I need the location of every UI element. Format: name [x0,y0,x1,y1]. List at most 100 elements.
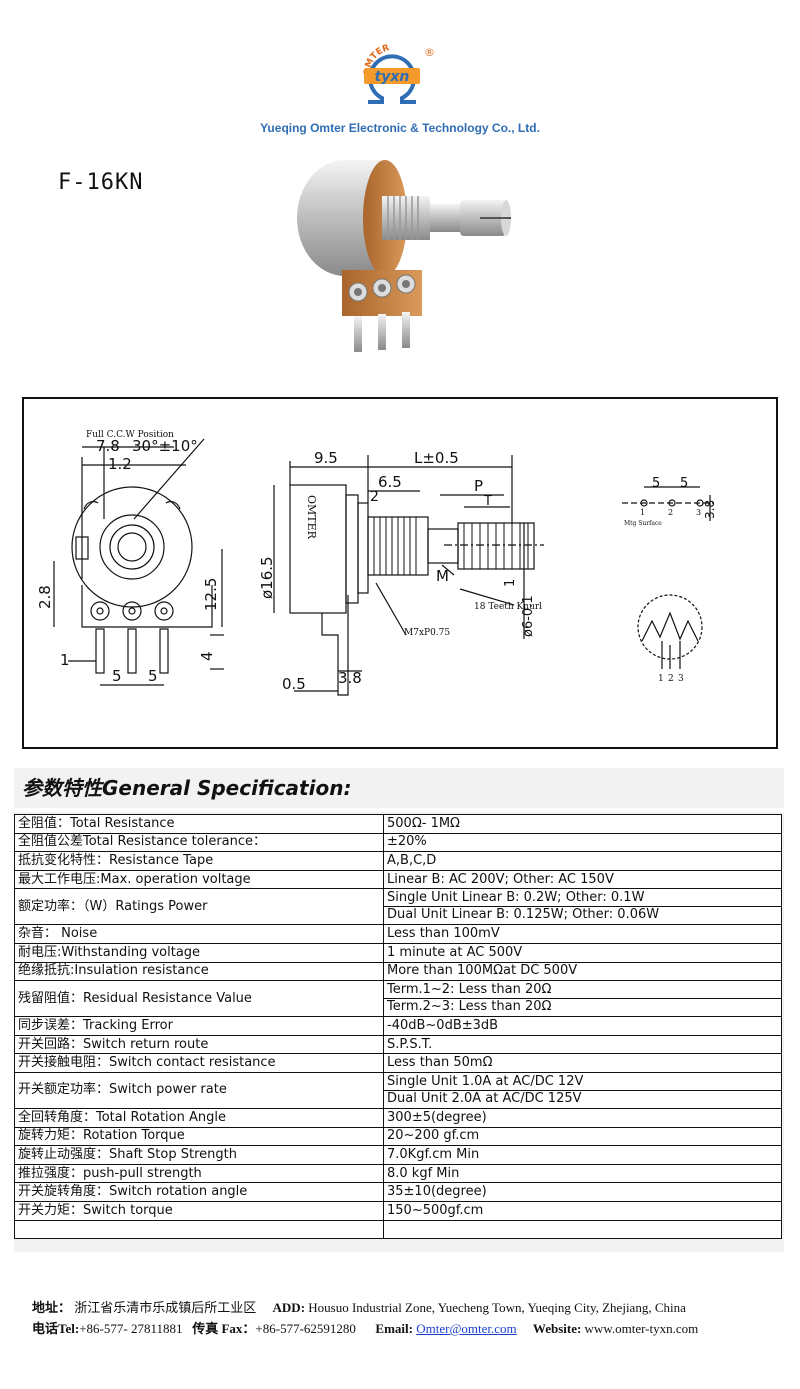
spec-value: Term.2~3: Less than 20Ω [384,998,781,1015]
spec-key: 旋转止动强度：Shaft Stop Strength [14,1145,384,1165]
dim-5a: 5 [112,667,122,685]
spec-value-cell: ±20% [383,832,782,853]
addr-en: Housuo Industrial Zone, Yuecheng Town, Y… [308,1300,686,1315]
pin-label-1: 1 [640,508,645,517]
spec-value: 150~500gf.cm [387,1202,484,1218]
spec-key: 开关回路：Switch return route [14,1034,384,1055]
spec-value: 300±5(degree) [387,1109,487,1125]
dim-0-5: 0.5 [282,675,306,693]
model-number: F-16KN [58,170,144,195]
pin-dim-5b: 5 [680,476,688,491]
email-link[interactable]: Omter@omter.com [416,1321,517,1336]
dim-dia16: ø16.5 [258,556,276,599]
technical-drawing: Full C.C.W Position 7.8 30°±10° 1.2 2.8 … [22,397,778,749]
address-line: 地址： 浙江省乐清市乐成镇后所工业区 ADD: Housuo Industria… [32,1297,698,1318]
contact-footer: 地址： 浙江省乐清市乐成镇后所工业区 ADD: Housuo Industria… [32,1297,698,1339]
position-note: Full C.C.W Position [86,430,174,440]
schematic-label-1: 1 [658,674,664,684]
spec-value-cell: 35±10(degree) [383,1182,782,1202]
dim-9-5: 9.5 [314,449,338,467]
dim-T: T [483,494,492,509]
spec-value: 20~200 gf.cm [387,1128,480,1144]
omter-logo: OMTER tyxn ® [363,43,435,104]
knurl-note: 18 Teeth Knurl [474,602,542,612]
spec-value-cell: More than 100MΩat DC 500V [383,961,782,982]
tel-value: +86-577- 27811881 [79,1321,183,1336]
spec-value-cell: A,B,C,D [383,851,782,871]
spec-value-cell: 500Ω- 1MΩ [383,814,782,834]
spec-value: 35±10(degree) [387,1184,487,1200]
spec-value: 7.0Kgf.cm Min [387,1146,480,1162]
spec-value-cell: 150~500gf.cm [383,1200,782,1221]
addr-cn-label: 地址： [32,1300,72,1315]
spec-key: 全回转角度：Total Rotation Angle [14,1107,384,1128]
spec-key: 绝缘抵抗:Insulation resistance [14,961,384,982]
tel-label: 电话Tel: [32,1321,80,1336]
spec-value-cell: Less than 100mV [383,924,782,944]
contact-line: 电话Tel:+86-577- 27811881 传真 Fax：+86-577-6… [32,1318,698,1339]
spec-value-cell: 8.0 kgf Min [383,1163,782,1184]
spec-row: 同步误差：Tracking Error-40dB~0dB±3dB [14,1016,782,1036]
dim-4: 4 [198,651,216,661]
pin-dim-3-8: 3.8 [703,500,717,519]
dim-3-8: 3.8 [338,669,362,687]
spec-key: 推拉强度：push-pull strength [14,1163,384,1184]
spec-value: -40dB~0dB±3dB [387,1017,499,1033]
company-name: Yueqing Omter Electronic & Technology Co… [260,121,540,135]
spec-key [14,1219,384,1240]
addr-cn: 浙江省乐清市乐成镇后所工业区 [74,1300,257,1315]
side-brand-text: OMTER [305,495,318,540]
spec-value-cell: 1 minute at AC 500V [383,942,782,963]
spec-key: 抵抗变化特性：Resistance Tape [14,851,384,871]
spec-key: 最大工作电压:Max. operation voltage [14,869,384,890]
potentiometer-illustration [297,160,511,352]
spec-value: A,B,C,D [387,852,437,868]
spec-value-cell: 20~200 gf.cm [383,1126,782,1147]
spec-value: Dual Unit 2.0A at AC/DC 125V [384,1089,781,1107]
web-label: Website: [532,1321,582,1336]
spec-value-cell: 300±5(degree) [383,1107,782,1128]
spec-row: 全阻值公差Total Resistance tolerance：±20% [14,832,782,853]
spec-value: Less than 100mV [387,926,500,942]
pin-dim-5a: 5 [652,476,660,491]
spec-key: 耐电压:Withstanding voltage [14,942,384,963]
spec-value: Linear B: AC 200V; Other: AC 150V [387,871,614,887]
spec-value-cell: Linear B: AC 200V; Other: AC 150V [383,869,782,890]
pin-label-3: 3 [696,508,701,517]
dim-1: 1 [60,651,70,669]
drawing-canvas: Full C.C.W Position 7.8 30°±10° 1.2 2.8 … [36,430,717,696]
spec-key: 全阻值公差Total Resistance tolerance： [14,832,384,853]
mtg-surface-note: Mtg Surface [624,520,662,527]
registered-mark: ® [424,46,435,59]
dim-2-8: 2.8 [36,585,54,609]
spec-value: Dual Unit Linear B: 0.125W; Other: 0.06W [384,906,781,923]
dim-12-5: 12.5 [202,578,220,611]
spec-value: ±20% [387,834,427,850]
spec-key: 残留阻值：Residual Resistance Value [14,980,384,1018]
spec-key: 开关额定功率：Switch power rate [14,1071,384,1109]
pin-label-2: 2 [668,508,673,517]
spec-value-cell [383,1219,782,1240]
dim-2: 2 [370,489,379,505]
dim-angle: 30°±10° [132,437,198,455]
spec-key: 全阻值：Total Resistance [14,814,384,834]
spec-key: 开关接触电阻：Switch contact resistance [14,1053,384,1073]
logo-brand-name: tyxn [375,69,410,85]
spec-value: 1 minute at AC 500V [387,944,523,960]
spec-key: 同步误差：Tracking Error [14,1016,384,1036]
spec-key: 额定功率：（W）Ratings Power [14,888,384,926]
spec-value-cell: -40dB~0dB±3dB [383,1016,782,1036]
